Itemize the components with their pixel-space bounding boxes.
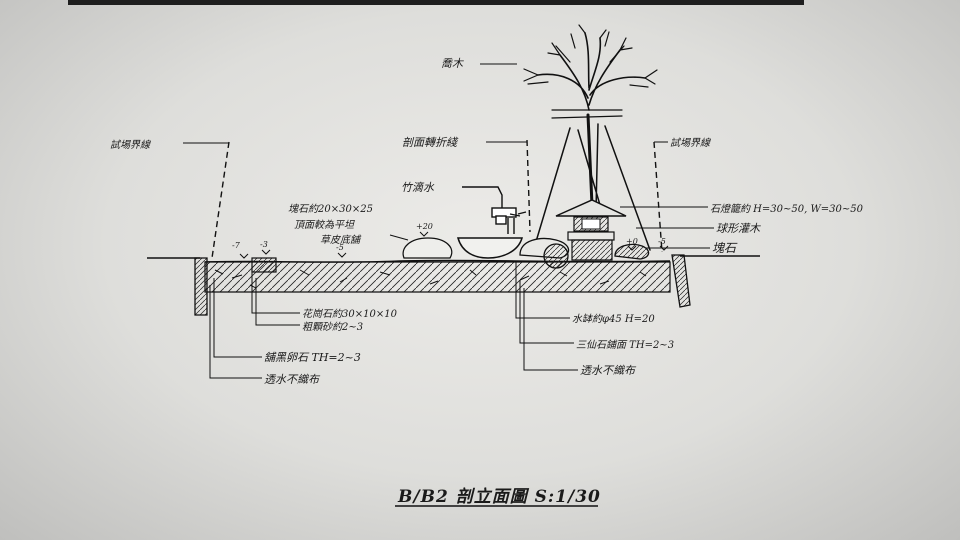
level-left-inner: -3 (260, 240, 268, 249)
ground-line (147, 255, 760, 259)
label-retaining-stone: 塊石約20×30×25 (288, 204, 373, 215)
label-bamboo-water: 竹滴水 (401, 181, 434, 194)
leader-geo-right (523, 288, 578, 371)
boundary-dash-left (211, 141, 230, 259)
level-plus20: +20 (416, 222, 433, 231)
label-geotextile-left: 透水不織布 (264, 373, 319, 386)
label-water-basin: 水缽約φ45 H=20 (572, 314, 655, 325)
leader-sanxian (519, 280, 574, 344)
label-black-pebble: 舖黑卵石 TH=2~3 (264, 351, 361, 364)
water-basin-drawing (457, 237, 523, 259)
boundary-dash-right (653, 141, 663, 253)
label-stone-lantern: 石燈籠約 H=30~50, W=30~50 (710, 204, 863, 215)
label-ball-shrub: 球形灌木 (716, 222, 760, 235)
label-grass-paving: 草皮底舖 (320, 235, 360, 246)
top-frame-edge (68, 0, 804, 5)
level-minus5: -5 (336, 243, 344, 252)
label-geotextile-right: 透水不織布 (580, 364, 635, 377)
label-granite-stone: 花崗石約30×10×10 (302, 309, 397, 320)
label-sanxian-stone: 三仙石鋪面 TH=2~3 (576, 340, 675, 351)
label-coarse-sand: 粗顆砂約2~3 (302, 322, 364, 333)
level-left-outer: -7 (232, 241, 240, 250)
leader-coarse-sand (255, 278, 300, 326)
label-site-boundary-left: 試埸界線 (110, 140, 150, 151)
right-curb (671, 254, 691, 308)
label-site-boundary-right: 試埸界線 (670, 138, 710, 149)
granite-block (251, 257, 277, 273)
level-right-b: -5 (658, 237, 666, 246)
label-block-stone: 塊石 (712, 241, 737, 255)
leader-stone-cluster (389, 234, 409, 241)
tree-drawing (523, 24, 658, 251)
bamboo-spout-drawing (462, 186, 527, 234)
level-right-a: +0 (626, 237, 638, 246)
drawing-title: B/B2 剖立面圖 S:1/30 (398, 487, 601, 507)
leader-granite (251, 272, 300, 314)
stone-lantern-drawing (555, 199, 627, 261)
label-top-surface: 頂面較為平坦 (294, 220, 354, 231)
level-marks (239, 231, 669, 259)
leader-pebble (213, 278, 262, 358)
stones-drawing (402, 237, 650, 269)
label-section-turn-line: 剖面轉折綫 (402, 136, 457, 149)
section-dash (526, 139, 531, 233)
label-tree: 喬木 (441, 57, 463, 70)
leader-basin (515, 262, 570, 319)
left-curb (194, 257, 208, 316)
leader-geo-left (209, 285, 262, 379)
soil-marks (214, 269, 647, 289)
